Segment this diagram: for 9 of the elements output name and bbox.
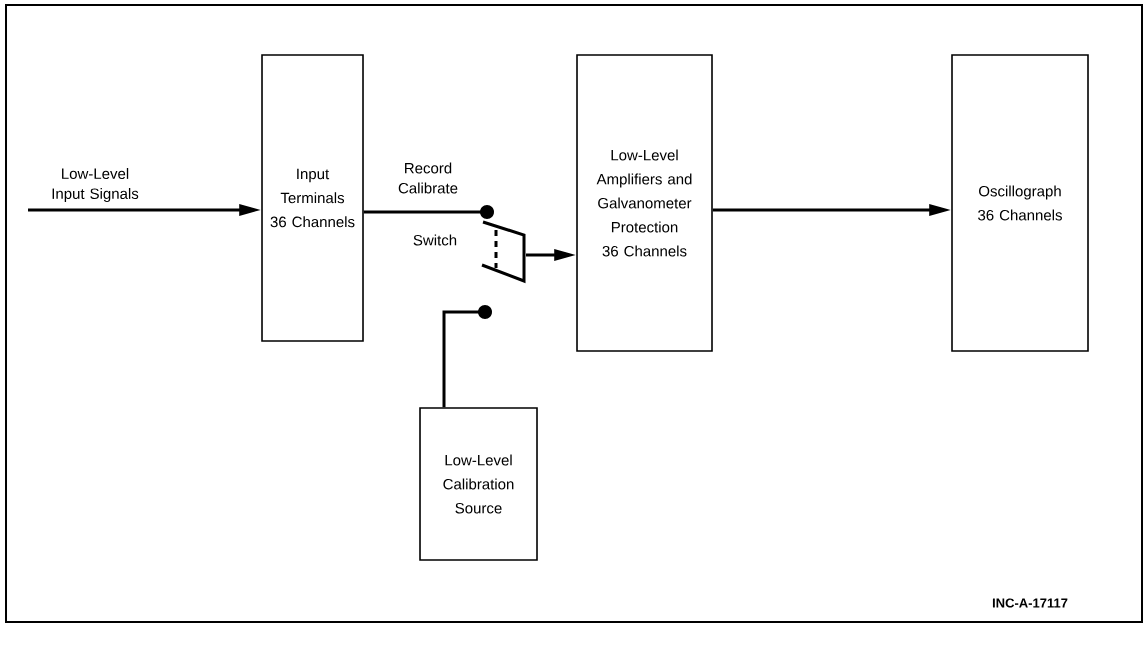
- drawing-number: INC-A-17117: [992, 598, 1068, 608]
- switch-drawing: [478, 205, 526, 319]
- block-box: Low-Level Amplifiers and Galvanometer Protection 36 Channels: [576, 54, 713, 352]
- block-box: Oscillograph 36 Channels: [951, 54, 1089, 352]
- block-box: Low-Level Calibration Source: [419, 407, 538, 561]
- switch-label: Switch: [413, 234, 457, 246]
- switch-label: Record Calibrate: [398, 162, 458, 194]
- block-box: Input Terminals 36 Channels: [261, 54, 364, 342]
- edge-label: Low-Level Input Signals: [52, 168, 139, 202]
